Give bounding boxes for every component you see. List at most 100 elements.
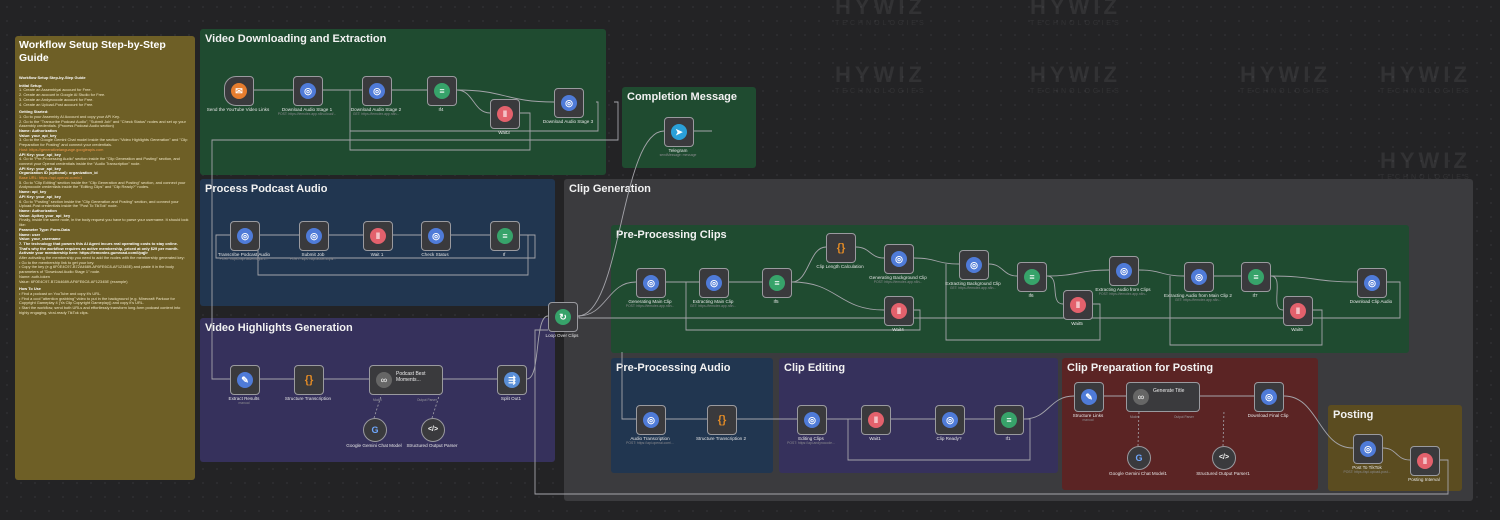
sub-node-label: Google Gemini Chat Model1 bbox=[1109, 471, 1167, 476]
workflow-node[interactable]: ◎ bbox=[636, 405, 666, 435]
workflow-node[interactable]: ◎ bbox=[1109, 256, 1139, 286]
connection-loop-return bbox=[578, 281, 1401, 319]
note-line: 5. Go to "Clip Editing" section inside t… bbox=[19, 179, 186, 190]
globe-icon: ◎ bbox=[966, 257, 982, 273]
node-name: Generating Main Clip bbox=[628, 299, 672, 304]
node-name: If1 bbox=[1005, 436, 1011, 441]
if-icon: ≡ bbox=[769, 275, 785, 291]
gemini-icon[interactable]: G bbox=[1127, 446, 1151, 470]
workflow-node[interactable]: ✉ bbox=[224, 76, 254, 106]
group-title: Posting bbox=[1333, 409, 1374, 421]
loop-back-connection bbox=[350, 101, 599, 132]
note-line: 6. Go to "Posting" section inside the "C… bbox=[19, 198, 179, 209]
node-name: If bbox=[502, 252, 506, 257]
workflow-node[interactable]: ◎ bbox=[299, 221, 329, 251]
code-icon[interactable]: </> bbox=[421, 418, 445, 442]
workflow-node[interactable]: ≡ bbox=[994, 405, 1024, 435]
workflow-node[interactable]: ≡ bbox=[1017, 262, 1047, 292]
workflow-node[interactable]: ◎ bbox=[959, 250, 989, 280]
connection bbox=[456, 89, 555, 103]
workflow-node[interactable]: ◎ bbox=[1254, 382, 1284, 412]
note-line: Value: your_username bbox=[19, 236, 61, 242]
workflow-node[interactable]: ≡ bbox=[427, 76, 457, 106]
sub-node-label: Structured Output Parser bbox=[406, 443, 458, 448]
globe-icon: ◎ bbox=[1191, 269, 1207, 285]
node-name: Clip Length Calculation bbox=[816, 264, 864, 269]
workflow-node[interactable]: ‖ bbox=[861, 405, 891, 435]
workflow-node[interactable]: ◎ bbox=[230, 221, 260, 251]
workflow-node[interactable]: ⇶ bbox=[497, 365, 527, 395]
globe-icon: ◎ bbox=[1261, 389, 1277, 405]
workflow-node[interactable]: {} bbox=[826, 233, 856, 263]
node-subtitle: POST: https://lemolex.app.n8n.cloud/... bbox=[277, 112, 337, 117]
ai-chain-node[interactable]: ∞Podcast Best Moments... bbox=[369, 365, 443, 395]
workflow-node[interactable]: ◎ bbox=[797, 405, 827, 435]
port-label-parser: Output Parser bbox=[1174, 415, 1194, 419]
node-name: Editing Clips bbox=[798, 436, 824, 441]
globe-icon: ◎ bbox=[369, 83, 385, 99]
workflow-node[interactable]: ◎ bbox=[362, 76, 392, 106]
workflow-node[interactable]: ◎ bbox=[636, 268, 666, 298]
workflow-node[interactable]: ‖ bbox=[884, 296, 914, 326]
group-clip-preparation[interactable]: Clip Preparation for Posting bbox=[1062, 358, 1318, 490]
workflow-node[interactable]: ‖ bbox=[363, 221, 393, 251]
workflow-node[interactable]: ≡ bbox=[762, 268, 792, 298]
workflow-node[interactable]: ≡ bbox=[490, 221, 520, 251]
ai-chain-node[interactable]: ∞Generate Title bbox=[1126, 382, 1200, 412]
node-name: Telegram bbox=[668, 148, 688, 153]
workflow-node[interactable]: ✎ bbox=[1074, 382, 1104, 412]
node-name: Check Status bbox=[421, 252, 449, 257]
workflow-node[interactable]: ‖ bbox=[1410, 446, 1440, 476]
node-name: Loop Over Clips bbox=[545, 333, 579, 338]
workflow-node[interactable]: ◎ bbox=[1357, 268, 1387, 298]
workflow-node[interactable]: ◎ bbox=[935, 405, 965, 435]
workflow-node[interactable]: ◎ bbox=[884, 244, 914, 274]
node-label: Wait5 bbox=[1032, 321, 1122, 326]
connection bbox=[526, 315, 549, 380]
agent-title: Podcast Best Moments... bbox=[396, 371, 426, 383]
node-name: Extracting Audio from Main Clip 2 bbox=[1164, 293, 1232, 298]
group-video-downloading[interactable]: Video Downloading and Extraction bbox=[200, 29, 606, 175]
workflow-node[interactable]: ◎ bbox=[554, 88, 584, 118]
node-name: Structure Links bbox=[1072, 413, 1104, 418]
node-label: Clip Length Calculation bbox=[795, 264, 885, 269]
node-subtitle: sendMessage: message bbox=[659, 153, 697, 158]
workflow-node[interactable]: ≡ bbox=[1241, 262, 1271, 292]
setup-guide-note[interactable]: Workflow Setup Step-by-Step Guide Workfl… bbox=[15, 36, 195, 480]
workflow-node[interactable]: ‖ bbox=[490, 99, 520, 129]
workflow-node[interactable]: {} bbox=[294, 365, 324, 395]
workflow-node[interactable]: ◎ bbox=[421, 221, 451, 251]
note-line: Activate your membership here: https://l… bbox=[19, 250, 148, 256]
note-line: API Key: your_api_key bbox=[19, 151, 61, 157]
connection bbox=[791, 281, 885, 311]
workflow-node[interactable]: ↻ bbox=[548, 302, 578, 332]
workflow-node[interactable]: ◎ bbox=[293, 76, 323, 106]
group-pre-processing-clips[interactable]: Pre-Processing Clips bbox=[611, 225, 1409, 353]
gemini-icon[interactable]: G bbox=[363, 418, 387, 442]
workflow-node[interactable]: ✎ bbox=[230, 365, 260, 395]
loop-back-connection bbox=[349, 90, 531, 151]
workflow-node[interactable]: ‖ bbox=[1063, 290, 1093, 320]
pause-icon: ‖ bbox=[891, 303, 907, 319]
note-line: Name: api_key bbox=[19, 189, 47, 195]
connection bbox=[621, 352, 636, 420]
workflow-node[interactable]: ◎ bbox=[699, 268, 729, 298]
code-icon[interactable]: </> bbox=[1212, 446, 1236, 470]
node-name: If6 bbox=[1028, 293, 1034, 298]
node-label: If1 bbox=[963, 436, 1053, 441]
braces-icon: {} bbox=[717, 414, 727, 426]
node-label: If7 bbox=[1210, 293, 1300, 298]
workflow-node[interactable]: ‖ bbox=[1283, 296, 1313, 326]
note-line: 3. Go to the Google Gemini Chat model in… bbox=[19, 137, 188, 148]
workflow-node[interactable]: {} bbox=[707, 405, 737, 435]
note-line: 4. Go to "Pre-Processing Audio" section … bbox=[19, 156, 180, 166]
node-name: Wait4 bbox=[892, 327, 904, 332]
node-name: Extracting Audio from Clips bbox=[1095, 287, 1151, 292]
workflow-node[interactable]: ◎ bbox=[1184, 262, 1214, 292]
workflow-node[interactable]: ➤ bbox=[664, 117, 694, 147]
workflow-node[interactable]: ◎ bbox=[1353, 434, 1383, 464]
node-subtitle: manual bbox=[1082, 418, 1094, 423]
